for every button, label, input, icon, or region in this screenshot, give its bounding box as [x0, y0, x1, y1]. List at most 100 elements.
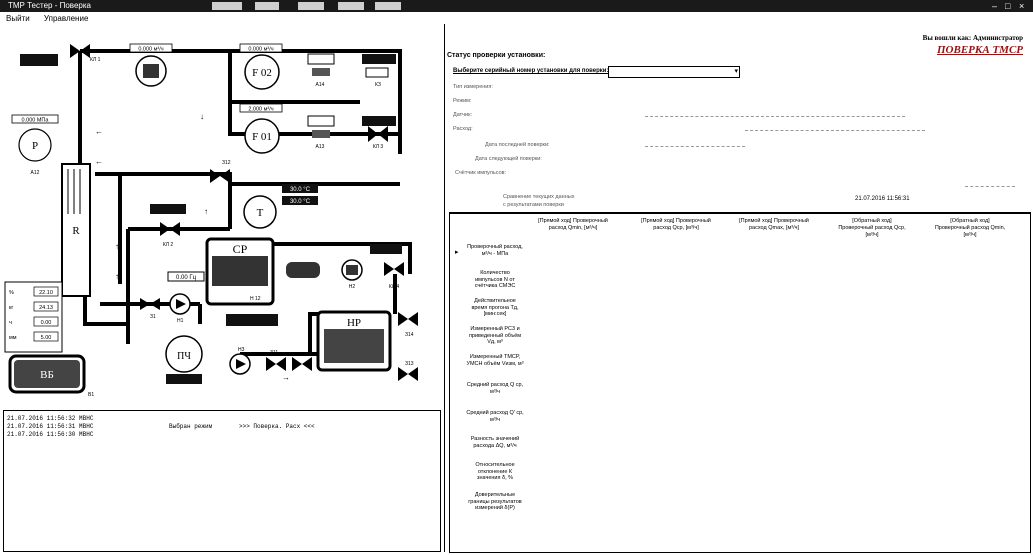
flow-meter-1-readout: 0.000 м³/ч [138, 47, 163, 53]
side-row-1-value: 24.13 [39, 305, 53, 311]
column-header: [Прямой ход] Проверочный расход Qmin, [м… [538, 218, 608, 231]
n3-label: Н3 [238, 347, 245, 353]
valve-kl1-status [20, 54, 58, 66]
row-header: Действительное время прогона Тд, [мин:се… [471, 298, 519, 317]
side-row-3-value: 5.00 [41, 335, 52, 341]
log-entry: 21.07.2016 11:56:31 МВНС [7, 423, 94, 430]
side-row-2-label: ч [9, 320, 12, 326]
valve-z14-icon[interactable] [398, 312, 408, 326]
f01-label: F 01 [252, 131, 272, 143]
valve-kl2-label: КЛ 2 [163, 242, 174, 248]
serial-select[interactable]: ▾ [608, 66, 740, 78]
info-line: Дата последней поверки: [485, 142, 550, 148]
z14-label: З14 [405, 332, 414, 338]
current-user: Вы вошли как: Администратор [922, 34, 1023, 42]
h12-label: Н 12 [250, 296, 261, 302]
row-header: Доверительные границы результатов измере… [468, 492, 522, 511]
status-box-top [362, 54, 396, 64]
svg-text:←: ← [95, 157, 103, 166]
log-message: >>> Поверка. Расх <<< [239, 423, 315, 430]
info-line: Режим: [453, 98, 472, 104]
menu-exit[interactable]: Выйти [6, 14, 30, 23]
side-row-0-label: % [9, 290, 14, 296]
current-date: 21.07.2016 11:56:31 [855, 196, 910, 202]
n1-label: Н1 [177, 318, 184, 324]
temperature-readout-1: 30.0 °C [290, 187, 311, 193]
svg-text:↓: ↓ [200, 112, 204, 121]
pressure-readout: 0.000 МПа [22, 118, 50, 124]
row-header: Измеренный ТМСР, УМСН объём Vизм, м³ [466, 354, 524, 367]
column-header: [Прямой ход] Проверочный расход Qcp, [м³… [641, 218, 711, 231]
row-header: Проверочный расход, м³/ч - МПа [467, 244, 523, 257]
side-row-0-value: 22.10 [39, 290, 53, 296]
chevron-down-icon: ▾ [734, 68, 738, 75]
valve-z13-icon[interactable] [398, 367, 408, 381]
log-entry: 21.07.2016 11:56:30 МВНС [7, 431, 94, 438]
a14-label: A14 [316, 82, 325, 88]
maximize-button[interactable]: □ [1005, 1, 1011, 11]
f02-label: F 02 [252, 67, 272, 79]
valve-kl1-label: КЛ 1 [90, 57, 101, 63]
valve-kl3-label: КЛ 3 [373, 144, 384, 150]
window-title: ТМР Тестер - Поверка [8, 1, 91, 10]
receiver-tank[interactable] [61, 163, 91, 297]
menu-bar: Выйти Управление [0, 13, 440, 24]
a13-label: A13 [316, 144, 325, 150]
toolbar-tab-5[interactable] [375, 2, 401, 10]
row-header: Разность значений расхода ΔQ, м³/ч [470, 436, 520, 449]
receiver-label: R [72, 225, 80, 237]
side-row-3-label: мм [9, 335, 17, 341]
row-header: Измеренный РС3 и приведенный объём Vд, м… [468, 326, 522, 345]
f01-readout: 2.000 м³/ч [248, 107, 273, 113]
serial-select-label: Выберите серийный номер установки для по… [453, 68, 609, 74]
z13-label: З13 [405, 361, 414, 367]
z1-label: З1 [150, 314, 156, 320]
valve-kl4-icon[interactable] [384, 262, 394, 276]
svg-text:↑: ↑ [115, 272, 119, 281]
title-bar: ТМР Тестер - Поверка – □ × [0, 0, 1033, 12]
row-pointer-icon: ▸ [455, 249, 459, 256]
info-line: Тип измерения: [453, 84, 493, 90]
a12-label: А12 [31, 170, 40, 176]
column-header: [Обратный ход] Проверочный расход Qmin, … [934, 218, 1006, 238]
menu-control[interactable]: Управление [43, 14, 89, 23]
b1-label: В1 [88, 392, 94, 398]
f02-readout: 0.000 м³/ч [248, 47, 273, 53]
valve-kl1-icon[interactable] [70, 44, 80, 58]
log-message: Выбран режим [169, 423, 213, 430]
vb-label: ВБ [40, 369, 54, 381]
event-log[interactable]: 21.07.2016 11:56:32 МВНС 21.07.2016 11:5… [3, 410, 441, 552]
pressure-gauge-icon [18, 128, 52, 162]
temperature-sensor-icon[interactable] [243, 195, 277, 229]
f01-meter-icon[interactable] [244, 118, 280, 154]
toolbar-tab-1[interactable] [212, 2, 242, 10]
valve-kl3-icon[interactable] [368, 126, 378, 142]
row-header: Средний расход Q' ср, м³/ч [466, 410, 524, 423]
toolbar-tab-3[interactable] [298, 2, 324, 10]
page-title: ПОВЕРКА ТМСР [937, 44, 1023, 56]
frequency-readout: 0.00 Гц [176, 275, 197, 281]
f02-meter-icon[interactable] [244, 54, 280, 90]
verification-panel: Вы вошли как: Администратор ПОВЕРКА ТМСР… [444, 24, 1031, 553]
frequency-converter-icon[interactable] [165, 335, 203, 373]
toolbar-tab-4[interactable] [338, 2, 364, 10]
results-table[interactable]: [Прямой ход] Проверочный расход Qmin, [м… [449, 212, 1031, 553]
np-label: НР [347, 317, 361, 329]
row-header: Средний расход Q ср, м³/ч [466, 382, 524, 395]
three-way-valve-icon[interactable] [210, 169, 220, 183]
valve-kl2-icon[interactable] [160, 222, 170, 236]
toolbar-tab-2[interactable] [255, 2, 279, 10]
svg-text:→: → [165, 169, 173, 178]
status-box-mid [362, 116, 396, 126]
minimize-button[interactable]: – [992, 1, 998, 11]
cp-label: СР [233, 242, 248, 256]
row-header: Относительное отклонение К значения δ, % [475, 462, 515, 481]
close-button[interactable]: × [1019, 1, 1025, 11]
svg-text:↑: ↑ [204, 207, 208, 216]
info-line: Расход: [453, 126, 473, 132]
svg-text:←: ← [95, 127, 103, 136]
z11-label: З11 [270, 350, 278, 356]
svg-text:↑: ↑ [115, 242, 119, 251]
k3-label: КЗ [375, 82, 381, 88]
compare-checkbox-label[interactable]: Сравнение текущих данных [503, 194, 575, 200]
